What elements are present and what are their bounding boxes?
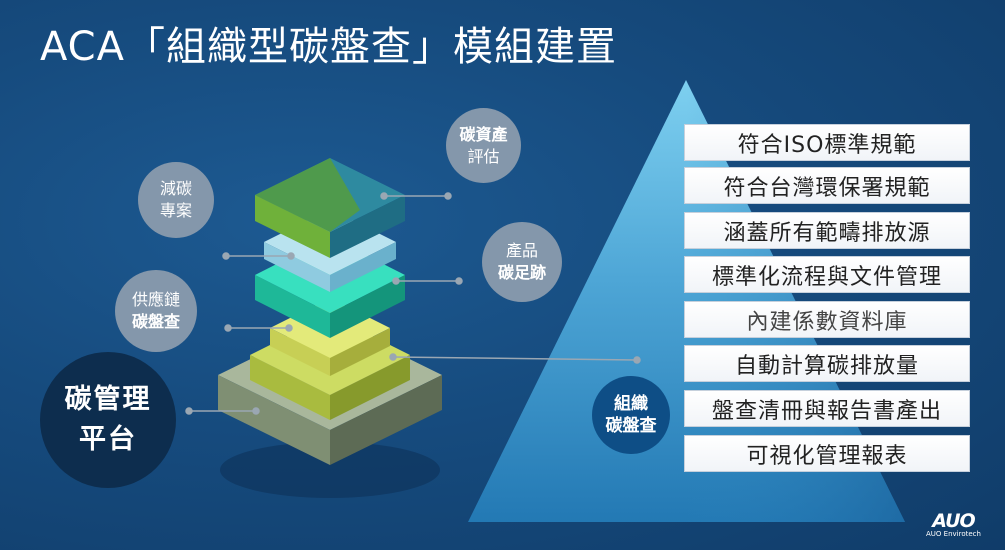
carbon-asset-circle: 碳資產 評估 xyxy=(446,108,521,183)
supply-chain-circle: 供應鏈 碳盤查 xyxy=(115,270,197,352)
carbon-management-platform-circle: 碳管理 平台 xyxy=(40,352,176,488)
carbon-asset-line2: 評估 xyxy=(467,146,500,166)
logo-subtitle: AUO Envirotech xyxy=(926,530,981,538)
feature-box: 內建係數資料庫 xyxy=(684,301,970,338)
org-inventory-line1: 組織 xyxy=(614,394,648,414)
platform-line2: 平台 xyxy=(79,424,137,455)
product-footprint-circle: 產品 碳足跡 xyxy=(482,222,562,302)
page-title: ACA「組織型碳盤查」模組建置 xyxy=(40,24,617,70)
carbon-reduction-circle: 減碳 專案 xyxy=(138,162,214,238)
carbon-reduction-line2: 專案 xyxy=(159,201,192,220)
org-inventory-line2: 碳盤查 xyxy=(605,416,657,436)
product-footprint-line1: 產品 xyxy=(505,241,538,260)
feature-box: 涵蓋所有範疇排放源 xyxy=(684,212,970,249)
feature-box: 自動計算碳排放量 xyxy=(684,345,970,382)
supply-chain-line1: 供應鏈 xyxy=(131,290,180,309)
supply-chain-line2: 碳盤查 xyxy=(131,312,180,331)
platform-line1: 碳管理 xyxy=(64,384,152,415)
auo-logo: AUO AUO Envirotech xyxy=(926,512,981,539)
feature-box: 盤查清冊與報告書產出 xyxy=(684,390,970,427)
stack-shadow xyxy=(220,442,440,498)
carbon-asset-line1: 碳資產 xyxy=(459,124,508,144)
org-inventory-circle: 組織 碳盤查 xyxy=(592,376,670,454)
product-footprint-line2: 碳足跡 xyxy=(497,263,546,282)
feature-box: 可視化管理報表 xyxy=(684,435,970,472)
feature-box: 標準化流程與文件管理 xyxy=(684,256,970,293)
logo-mark: AUO xyxy=(932,510,975,532)
feature-box: 符合ISO標準規範 xyxy=(684,124,970,161)
carbon-reduction-line1: 減碳 xyxy=(159,179,192,198)
feature-box: 符合台灣環保署規範 xyxy=(684,167,970,204)
